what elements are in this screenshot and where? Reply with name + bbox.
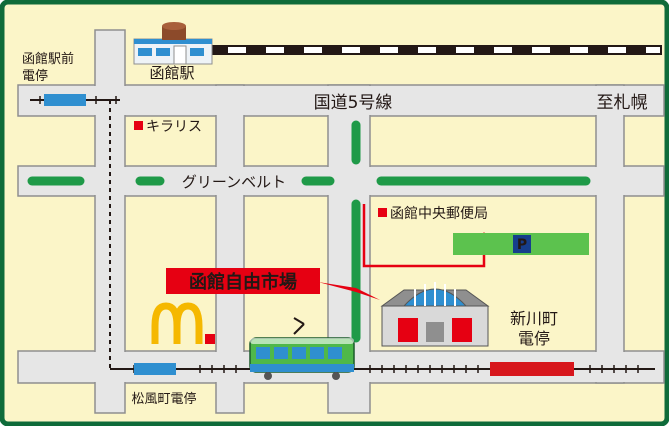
kiraris-label: キラリス: [146, 119, 202, 135]
shinkawacho-label-line2: 電停: [518, 329, 550, 348]
hakodate-ekimae-tram-stop: [44, 94, 86, 106]
hakodate-ekimae-label-line1: 函館駅前: [22, 51, 74, 67]
tram-icon: [249, 317, 355, 380]
post-office-label: 函館中央郵便局: [390, 205, 488, 222]
hakodate-ekimae-label-line2: 電停: [22, 68, 48, 84]
matsukazecho-tram-stop: [134, 363, 176, 375]
station-building-icon: [133, 22, 213, 65]
hakodate-station-label: 函館駅: [149, 64, 194, 82]
matsukazecho-label: 松風町電停: [131, 391, 196, 407]
to-sapporo-label: 至札幌: [597, 93, 648, 113]
market-label: 函館自由市場: [189, 271, 297, 293]
shinkawacho-label-line1: 新川町: [510, 309, 558, 328]
jr-railway: [208, 45, 662, 55]
tram-ties: [39, 96, 639, 373]
shinkawacho-tram-stop: [490, 362, 574, 376]
route5-label: 国道5号線: [314, 93, 393, 113]
mcdonalds-logo: [151, 302, 215, 344]
red-square-marker-icon: [378, 208, 387, 217]
parking-label: P: [517, 237, 527, 253]
green-belt-label: グリーンベルト: [182, 173, 286, 191]
market-building-icon: [380, 282, 490, 347]
parking-icon: P: [513, 235, 531, 253]
red-square-marker-icon: [134, 121, 143, 130]
red-square-marker-icon: [205, 334, 215, 344]
green-belt-strips: [27, 120, 591, 343]
market-banner: 函館自由市場: [166, 268, 380, 300]
